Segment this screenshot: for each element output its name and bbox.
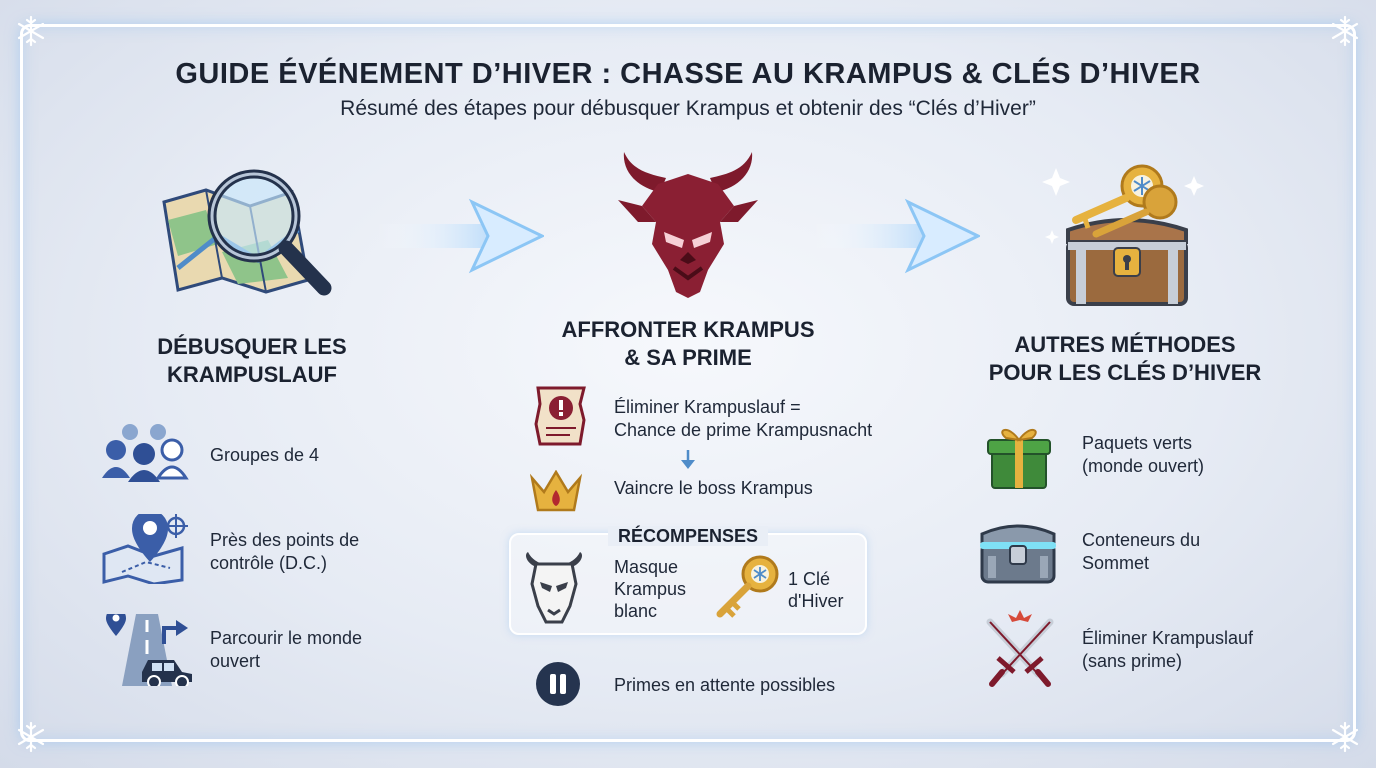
right-item-1-line1: Paquets verts (1082, 433, 1193, 453)
reward-mask-line3: blanc (614, 601, 658, 621)
middle-item-1-line2: Chance de prime Krampusnacht (614, 420, 873, 440)
pause-icon (536, 662, 580, 706)
right-heading-line1: AUTRES MÉTHODES (1014, 332, 1236, 357)
bounty-scroll-icon (534, 386, 586, 446)
left-item-2-line2: contrôle (D.C.) (210, 553, 328, 573)
right-column-heading: AUTRES MÉTHODES POUR LES CLÉS D’HIVER (960, 331, 1290, 387)
middle-item-2-line1: Vaincre le boss Krampus (614, 478, 813, 498)
middle-item-1-line1: Éliminer Krampuslauf = (614, 397, 801, 417)
summit-container-icon (980, 524, 1056, 584)
glowing-frame (20, 24, 1356, 742)
arrow-down-icon (681, 450, 695, 469)
keys-chest-icon (1042, 164, 1204, 306)
right-item-2-line1: Conteneurs du (1082, 530, 1201, 550)
flow-arrow-icon (376, 198, 544, 274)
page-title: GUIDE ÉVÉNEMENT D’HIVER : CHASSE AU KRAM… (175, 58, 1201, 90)
middle-item-2-text: Vaincre le boss Krampus (614, 477, 914, 500)
road-car-icon (106, 614, 192, 686)
left-item-3-line1: Parcourir le monde (210, 628, 363, 648)
right-item-3-line2: (sans prime) (1082, 651, 1183, 671)
snowflake-icon (17, 15, 45, 47)
middle-column-heading: AFFRONTER KRAMPUS & SA PRIME (520, 316, 856, 372)
reward-key-line1: 1 Clé (788, 569, 831, 589)
right-item-2-text: Conteneurs du Sommet (1082, 529, 1322, 575)
reward-mask-line1: Masque (614, 557, 679, 577)
reward-mask-text: Masque Krampus blanc (614, 556, 714, 622)
page-subtitle: Résumé des étapes pour débusquer Krampus… (340, 97, 1036, 120)
crown-icon (530, 470, 582, 512)
green-gift-icon (987, 429, 1051, 489)
map-magnifier-icon (162, 169, 332, 296)
left-item-2-line1: Près des points de (210, 530, 360, 550)
snowflake-icon (17, 721, 45, 753)
pending-bounty-text: Primes en attente possibles (614, 674, 914, 697)
right-item-3-text: Éliminer Krampuslauf (sans prime) (1082, 627, 1322, 673)
right-item-3-line1: Éliminer Krampuslauf (1082, 628, 1254, 648)
rewards-title-text: RÉCOMPENSES (607, 526, 769, 546)
right-item-1-line2: (monde ouvert) (1082, 456, 1205, 476)
group-icon (102, 424, 189, 482)
middle-heading-line2: & SA PRIME (624, 345, 752, 370)
middle-item-1-text: Éliminer Krampuslauf = Chance de prime K… (614, 396, 914, 442)
right-heading-line2: POUR LES CLÉS D’HIVER (988, 360, 1262, 385)
left-item-2-text: Près des points de contrôle (D.C.) (210, 529, 450, 575)
winter-key-icon (716, 555, 779, 618)
flow-arrow-icon (812, 198, 980, 274)
left-column-heading: DÉBUSQUER LES KRAMPUSLAUF (120, 333, 384, 389)
crossed-swords-icon (986, 610, 1054, 687)
reward-mask-line2: Krampus (614, 579, 687, 599)
map-pin-icon (102, 514, 188, 584)
right-item-1-text: Paquets verts (monde ouvert) (1082, 432, 1322, 478)
left-item-3-line2: ouvert (210, 651, 261, 671)
white-mask-icon (526, 552, 582, 624)
reward-key-line2: d'Hiver (788, 591, 844, 611)
pending-bounty-line: Primes en attente possibles (614, 675, 836, 695)
left-item-1-line1: Groupes de 4 (210, 445, 320, 465)
reward-key-text: 1 Clé d'Hiver (788, 568, 864, 612)
snowflake-icon (1331, 15, 1359, 47)
rewards-title: RÉCOMPENSES (509, 526, 867, 547)
left-heading-line2: KRAMPUSLAUF (167, 362, 337, 387)
krampus-head-icon (618, 152, 758, 298)
right-item-2-line2: Sommet (1082, 553, 1150, 573)
left-item-1-text: Groupes de 4 (210, 444, 450, 467)
left-item-3-text: Parcourir le monde ouvert (210, 627, 450, 673)
middle-heading-line1: AFFRONTER KRAMPUS (561, 317, 815, 342)
left-heading-line1: DÉBUSQUER LES (157, 334, 347, 359)
snowflake-icon (1331, 721, 1359, 753)
